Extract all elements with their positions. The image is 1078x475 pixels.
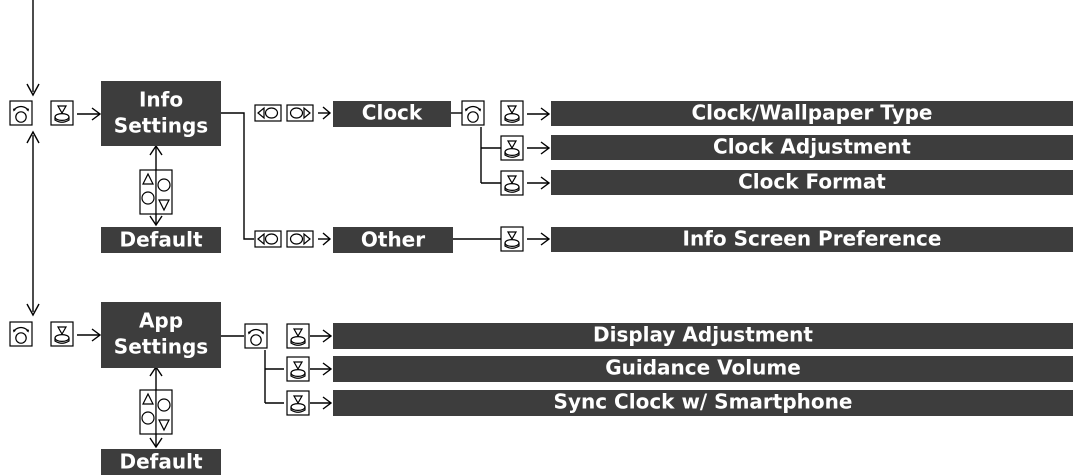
move-left-icon xyxy=(254,230,282,248)
guidance-volume-box[interactable]: Guidance Volume xyxy=(333,356,1073,383)
press-enter-icon xyxy=(500,135,524,161)
press-enter-icon xyxy=(50,321,74,347)
move-right-icon xyxy=(286,230,314,248)
info-settings-line2: Settings xyxy=(114,114,208,138)
clock-format-label: Clock Format xyxy=(738,170,886,194)
rotate-up-down-icon xyxy=(139,389,173,435)
info-screen-preference-box[interactable]: Info Screen Preference xyxy=(551,227,1073,253)
clock-label: Clock xyxy=(362,101,423,125)
display-adjustment-label: Display Adjustment xyxy=(593,323,813,347)
press-enter-icon xyxy=(286,390,310,416)
interface-dial-icon xyxy=(9,321,33,347)
interface-dial-icon xyxy=(461,100,485,126)
info-screen-preference-label: Info Screen Preference xyxy=(683,227,942,251)
app-settings-box[interactable]: App Settings xyxy=(101,302,221,368)
other-label: Other xyxy=(361,228,425,252)
press-enter-icon xyxy=(286,323,310,349)
clock-format-box[interactable]: Clock Format xyxy=(551,170,1073,196)
move-right-icon xyxy=(286,104,314,122)
clock-box[interactable]: Clock xyxy=(333,101,451,128)
info-default-label: Default xyxy=(119,228,202,252)
interface-dial-icon xyxy=(9,100,33,126)
sync-clock-smartphone-box[interactable]: Sync Clock w/ Smartphone xyxy=(333,390,1073,417)
app-settings-line2: Settings xyxy=(114,335,208,359)
interface-dial-icon xyxy=(244,323,268,349)
press-enter-icon xyxy=(50,100,74,126)
press-enter-icon xyxy=(500,100,524,126)
app-default-label: Default xyxy=(119,450,202,474)
clock-adjustment-box[interactable]: Clock Adjustment xyxy=(551,135,1073,161)
clock-wallpaper-type-box[interactable]: Clock/Wallpaper Type xyxy=(551,101,1073,127)
info-settings-box[interactable]: Info Settings xyxy=(101,81,221,146)
other-box[interactable]: Other xyxy=(333,227,453,253)
clock-adjustment-label: Clock Adjustment xyxy=(713,135,911,159)
press-enter-icon xyxy=(500,170,524,196)
clock-wallpaper-type-label: Clock/Wallpaper Type xyxy=(692,101,933,125)
display-adjustment-box[interactable]: Display Adjustment xyxy=(333,323,1073,350)
move-left-icon xyxy=(254,104,282,122)
rotate-up-down-icon xyxy=(139,169,173,215)
guidance-volume-label: Guidance Volume xyxy=(605,356,801,380)
info-default-box[interactable]: Default xyxy=(101,227,221,253)
app-settings-line1: App xyxy=(139,309,183,333)
press-enter-icon xyxy=(500,226,524,252)
sync-clock-smartphone-label: Sync Clock w/ Smartphone xyxy=(554,390,853,414)
press-enter-icon xyxy=(286,356,310,382)
info-settings-line1: Info xyxy=(139,88,183,112)
app-default-box[interactable]: Default xyxy=(101,449,221,475)
